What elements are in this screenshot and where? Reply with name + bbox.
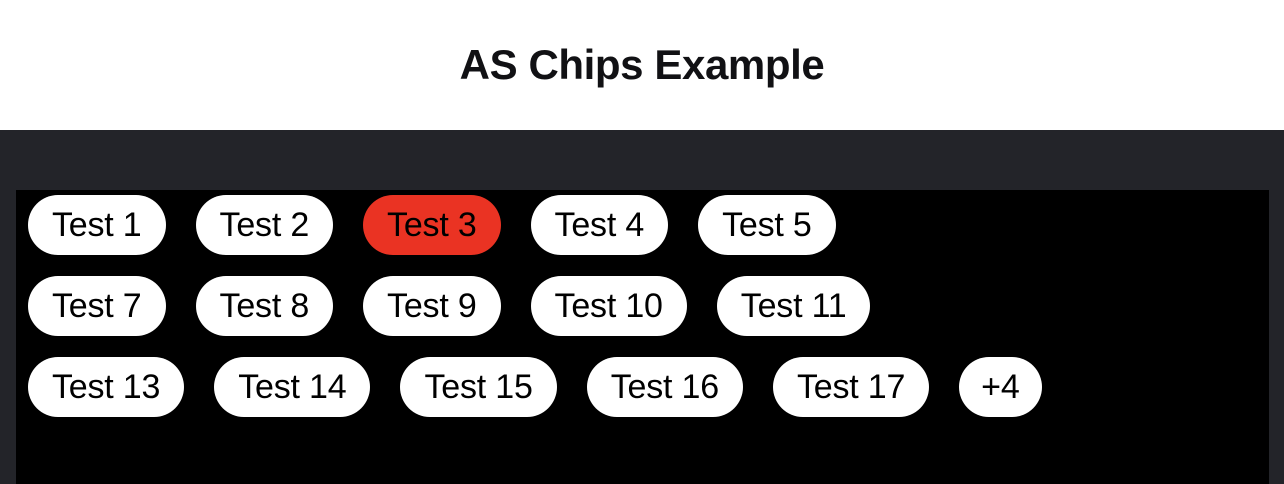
chip[interactable]: Test 15	[400, 357, 557, 417]
chip-row: Test 13 Test 14 Test 15 Test 16 Test 17 +4	[28, 357, 1257, 417]
chip[interactable]: Test 5	[698, 195, 836, 255]
chip-overflow-counter[interactable]: +4	[959, 357, 1042, 417]
chip[interactable]: Test 3	[363, 195, 501, 255]
chip[interactable]: Test 7	[28, 276, 166, 336]
chip-row: Test 7 Test 8 Test 9 Test 10 Test 11	[28, 276, 1257, 336]
page-header: AS Chips Example	[0, 0, 1284, 130]
chip[interactable]: Test 10	[530, 276, 687, 336]
chip[interactable]: Test 11	[716, 276, 871, 336]
chip[interactable]: Test 2	[195, 195, 334, 255]
chip-row: Test 1 Test 2 Test 3 Test 4 Test 5	[28, 195, 1257, 255]
chip[interactable]: Test 1	[28, 195, 166, 255]
chip[interactable]: Test 16	[586, 357, 743, 417]
chip[interactable]: Test 17	[772, 357, 930, 417]
chip[interactable]: Test 4	[530, 195, 669, 255]
chip[interactable]: Test 13	[28, 357, 185, 417]
chip[interactable]: Test 9	[363, 276, 501, 336]
chip[interactable]: Test 8	[195, 276, 334, 336]
chip[interactable]: Test 14	[214, 357, 371, 417]
page-title: AS Chips Example	[459, 41, 825, 88]
